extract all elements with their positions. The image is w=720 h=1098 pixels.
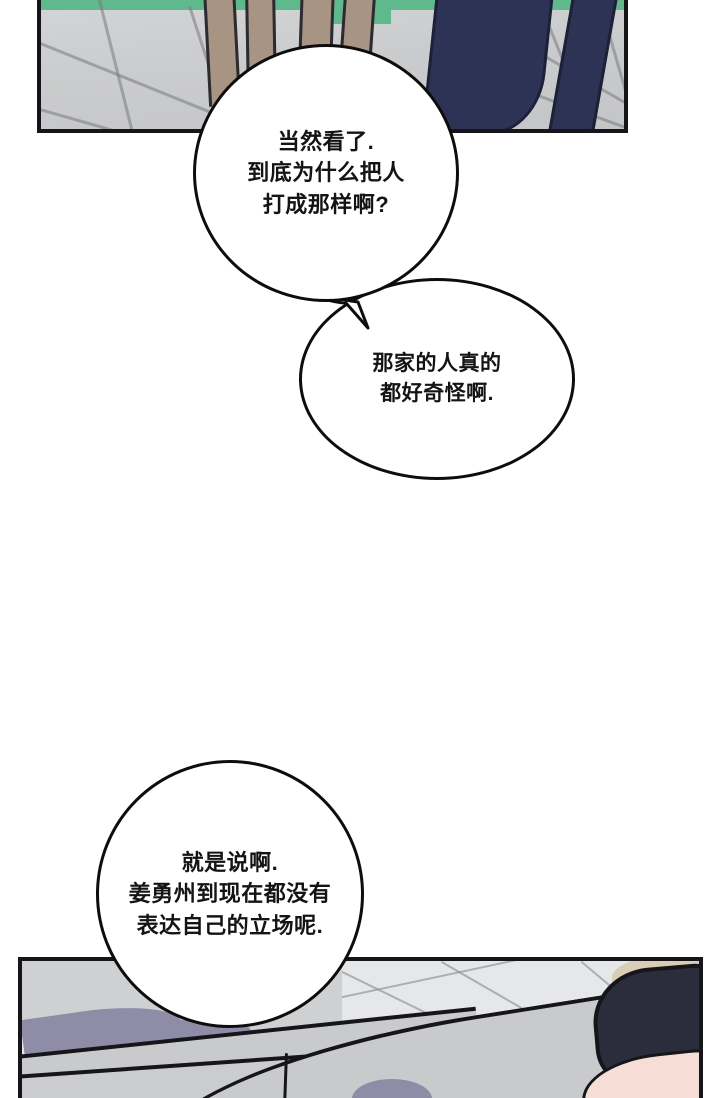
speech-bubble-2-text: 那家的人真的 都好奇怪啊. [372,352,502,405]
speech-bubble-3: 就是说啊. 姜勇州到现在都没有 表达自己的立场呢. [96,760,364,1028]
garment-shadow [352,1079,432,1098]
speech-bubble-3-text: 就是说啊. 姜勇州到现在都没有 表达自己的立场呢. [128,850,332,938]
speech-bubble-2: 那家的人真的 都好奇怪啊. [299,278,575,480]
speech-bubble-1-text: 当然看了. 到底为什么把人 打成那样啊? [247,129,405,217]
comic-panel-bottom [18,957,703,1098]
speech-bubble-1: 当然看了. 到底为什么把人 打成那样啊? [193,44,459,302]
